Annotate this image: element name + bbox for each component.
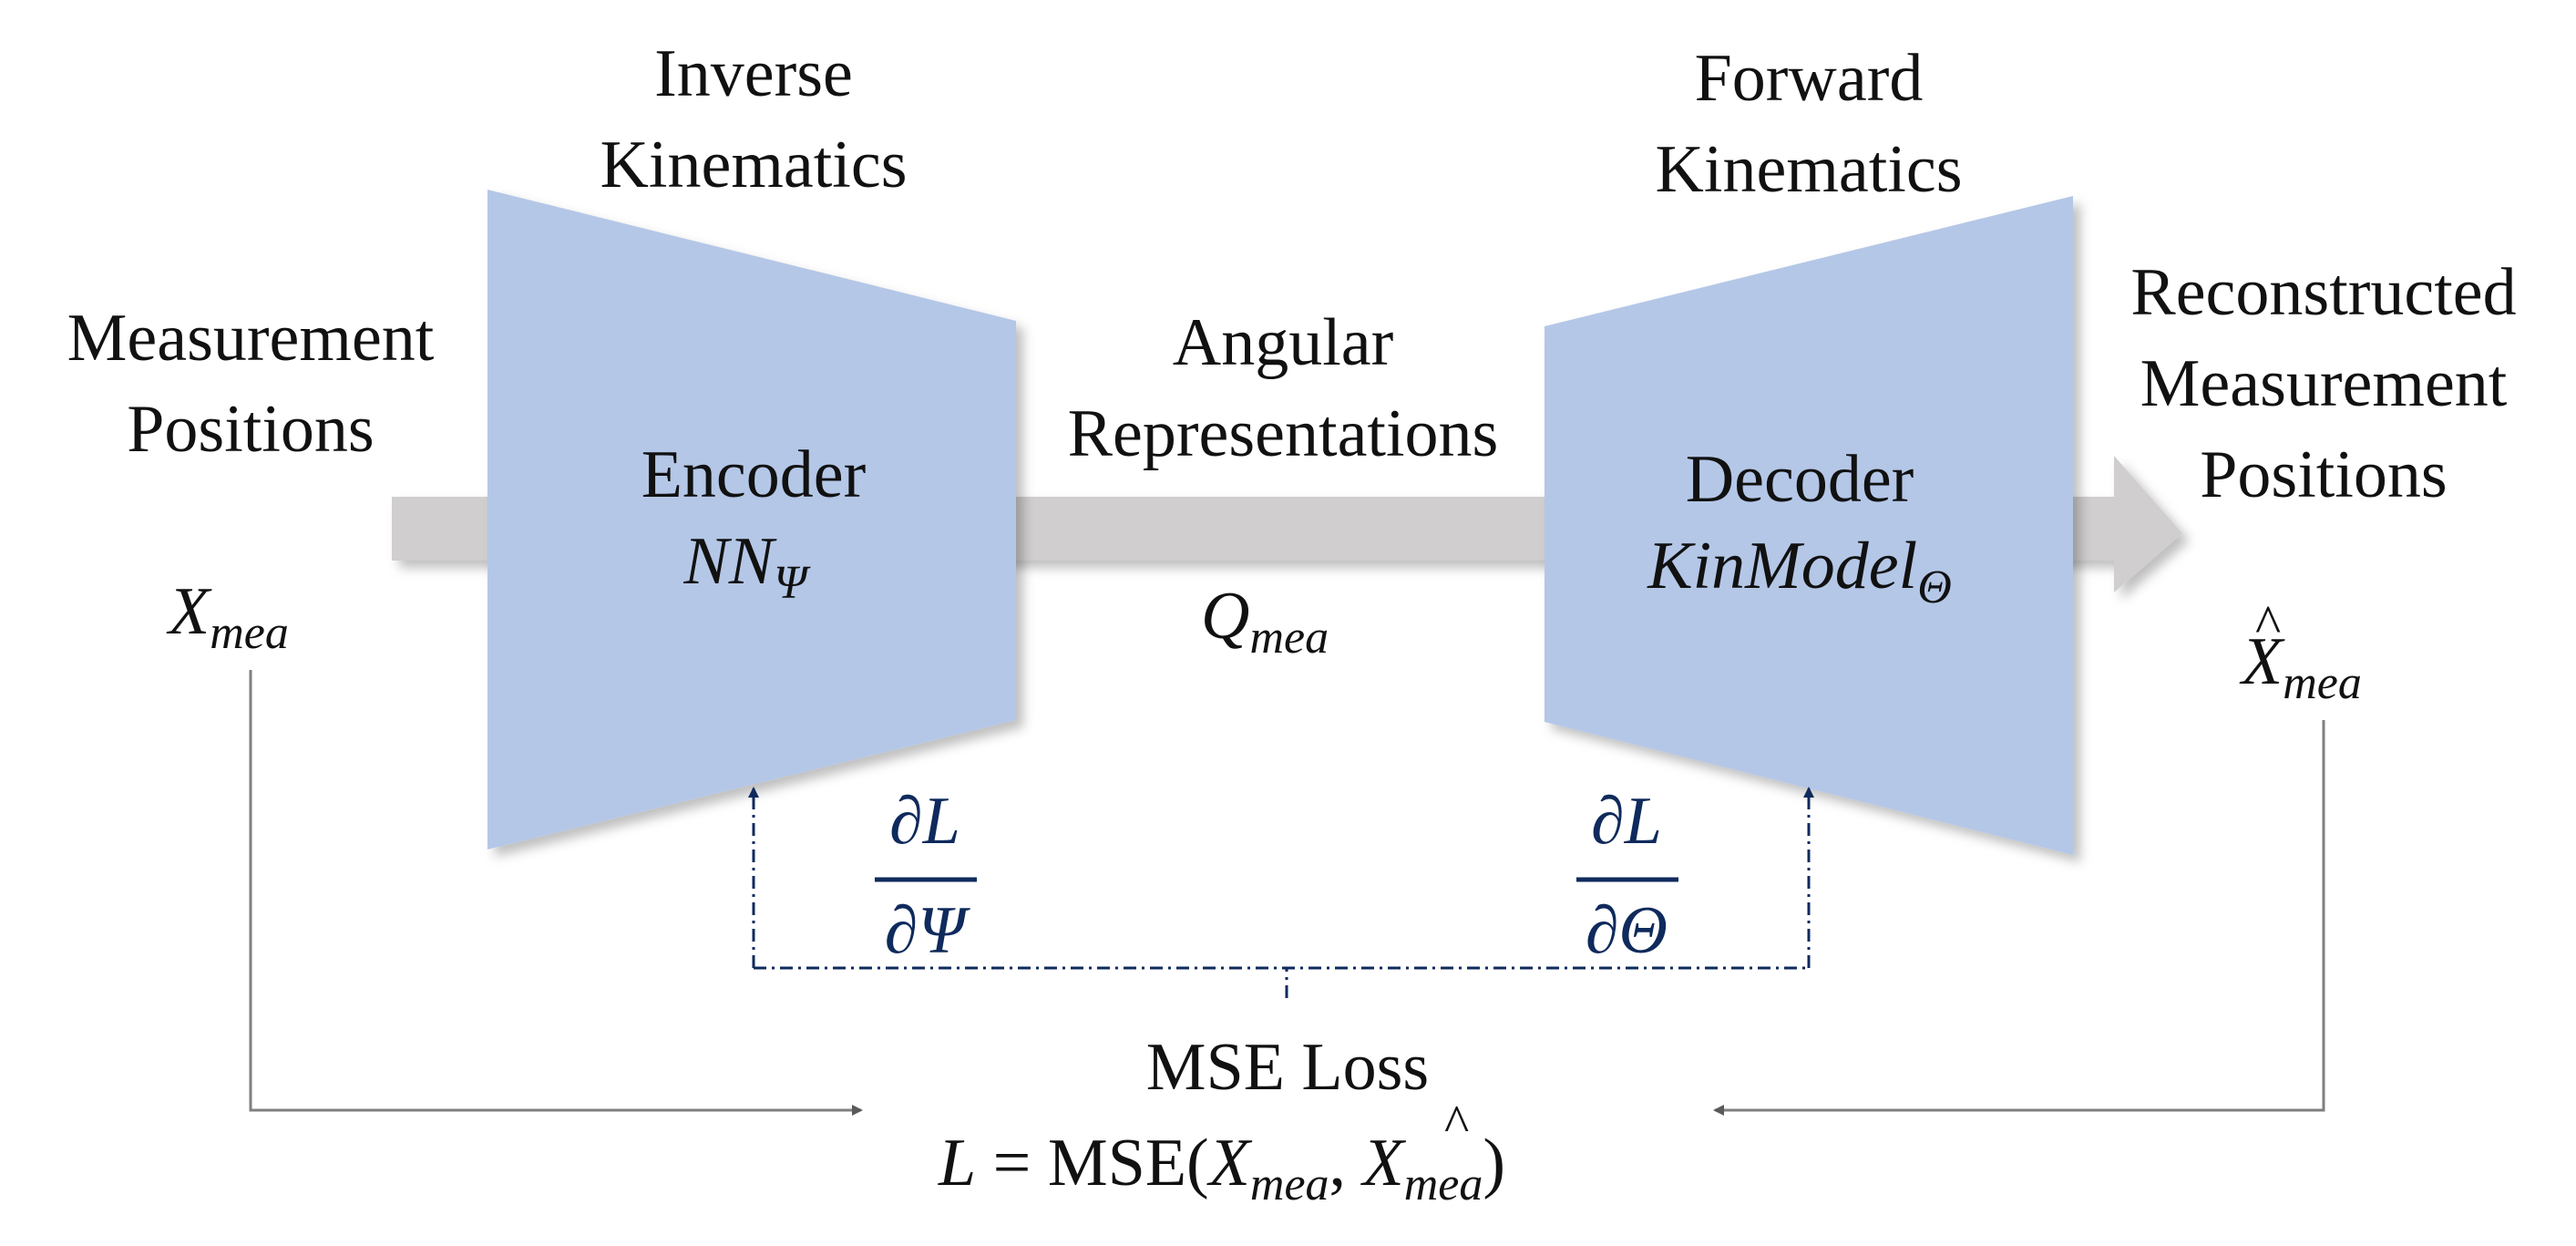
grad-psi-numerator: ∂L xyxy=(889,784,960,859)
angular-representations-line1: Angular xyxy=(1173,305,1394,380)
backprop-lines xyxy=(748,787,1814,998)
x-hat-mark: ^ xyxy=(2255,594,2281,654)
measurement-positions-line2: Positions xyxy=(127,392,374,467)
forward-kinematics-line1: Forward xyxy=(1695,41,1924,116)
grad-theta-denominator: ∂Θ xyxy=(1586,893,1668,968)
encoder-label: Encoder xyxy=(641,438,867,512)
x-hat-mea: Xmea xyxy=(2239,624,2362,709)
decoder-block xyxy=(1545,196,2073,855)
reconstructed-line3: Positions xyxy=(2200,438,2447,512)
mse-loss-label: MSE Loss xyxy=(1146,1030,1429,1105)
grad-theta-numerator: ∂L xyxy=(1591,784,1662,859)
measurement-positions-line1: Measurement xyxy=(67,301,435,376)
reconstructed-line1: Reconstructed xyxy=(2130,255,2516,330)
forward-kinematics-line2: Kinematics xyxy=(1655,132,1962,207)
loss-equation: L = MSE(Xmea, Xmea) xyxy=(938,1126,1505,1210)
encoder-block xyxy=(487,190,1016,850)
inverse-kinematics-line1: Inverse xyxy=(654,36,853,111)
encoder-math: NNΨ xyxy=(682,524,811,609)
decoder-label: Decoder xyxy=(1686,442,1914,517)
decoder-math: KinModelΘ xyxy=(1647,529,1952,613)
q-mea: Qmea xyxy=(1201,579,1329,664)
inverse-kinematics-line2: Kinematics xyxy=(600,128,907,202)
angular-representations-line2: Representations xyxy=(1068,396,1499,471)
loss-x-hat-mark: ^ xyxy=(1444,1094,1469,1153)
output-to-loss-line xyxy=(1713,720,2325,1116)
x-mea: Xmea xyxy=(166,574,289,659)
grad-psi-denominator: ∂Ψ xyxy=(885,893,971,968)
input-to-loss-line xyxy=(249,670,863,1116)
reconstructed-line2: Measurement xyxy=(2140,346,2508,421)
